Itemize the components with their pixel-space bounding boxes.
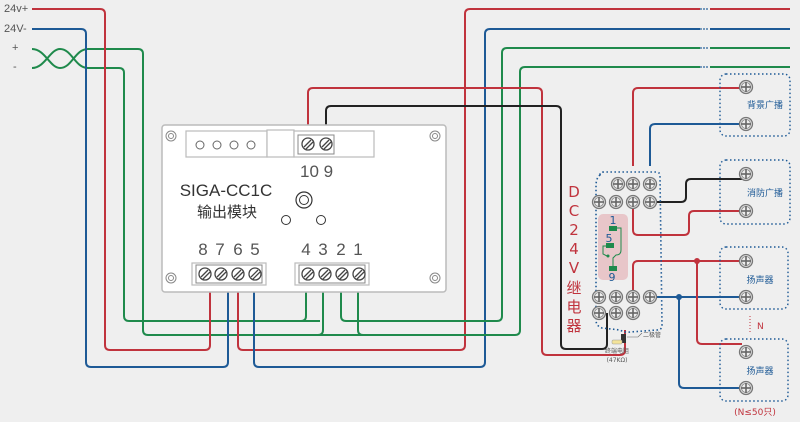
- wire-term10-relay: [307, 87, 626, 356]
- coil-pin-1: 1: [610, 214, 617, 227]
- wire-speaker-n-minus: [678, 297, 742, 389]
- background-broadcast-label: 背景广播: [747, 99, 783, 111]
- svg-text:D: D: [568, 183, 580, 201]
- fire-broadcast-label: 消防广播: [747, 187, 783, 199]
- led-indicator: [295, 191, 313, 209]
- fire-broadcast-box: [719, 159, 791, 225]
- wire-signal-out-minus: [357, 66, 700, 336]
- label-signal-minus: -: [13, 61, 17, 73]
- terminal-label-7: 7: [215, 240, 224, 259]
- wire-24v-plus-out: [237, 8, 700, 351]
- wire-signal-minus: [31, 48, 320, 322]
- label-signal-plus: +: [12, 42, 18, 54]
- speaker-box-1: [719, 246, 789, 310]
- coil-pin-9: 9: [609, 271, 616, 284]
- wire-fire-broadcast-2: [632, 202, 742, 236]
- bus-break-dots: [700, 8, 708, 68]
- svg-text:继: 继: [566, 279, 581, 297]
- wire-signal-out-plus: [340, 47, 700, 322]
- wire-signal-plus: [31, 48, 380, 336]
- wire-bg-broadcast-1: [632, 87, 742, 166]
- resistor-icon: [611, 339, 623, 345]
- speaker-n-label: 扬声器: [746, 365, 773, 377]
- resistor-label: 终端电阻: [605, 347, 629, 355]
- junction-red: [694, 258, 700, 264]
- dc24v-relay: [591, 171, 663, 345]
- speaker-1-label: 扬声器: [746, 274, 773, 286]
- wire-speaker-n-plus: [696, 261, 742, 345]
- label-24v-plus: 24v+: [4, 3, 28, 15]
- screw-terminal-9: [319, 137, 333, 151]
- resistor-value: (47KΩ): [607, 357, 628, 364]
- terminal-label-6: 6: [233, 240, 242, 259]
- svg-text:电: 电: [566, 298, 581, 316]
- svg-text:2: 2: [569, 221, 579, 239]
- wire-24v-minus-in: [32, 28, 229, 368]
- terminal-label-5: 5: [250, 240, 259, 259]
- wire-term3: [317, 285, 324, 336]
- svg-text:4: 4: [569, 240, 579, 258]
- coil-pin-5: 5: [606, 232, 613, 245]
- wire-speaker-plus: [632, 260, 742, 297]
- svg-text:V: V: [569, 259, 580, 277]
- background-broadcast-box: [719, 73, 791, 137]
- terminal-label-4: 4: [301, 240, 310, 259]
- terminal-label-10-9: 10 9: [300, 162, 333, 181]
- output-module: [161, 124, 447, 293]
- screw-terminal-10: [301, 137, 315, 151]
- terminal-label-1: 1: [353, 240, 362, 259]
- wire-24v-plus-in: [32, 8, 211, 351]
- label-24v-minus: 24V-: [4, 23, 27, 35]
- mount-hole-br: [429, 272, 441, 284]
- wire-fire-broadcast-1: [656, 178, 742, 203]
- svg-text:C: C: [569, 202, 579, 220]
- junction-blue: [676, 294, 682, 300]
- mount-hole-tr: [429, 130, 441, 142]
- n-marker: N: [757, 322, 764, 332]
- diode-label: 二极管: [643, 331, 661, 339]
- speaker-limit-label: (N≤50只): [734, 408, 776, 418]
- relay-label: D C 2 4 V 继 电 器: [566, 183, 581, 335]
- terminal-label-3: 3: [318, 240, 327, 259]
- speaker-box-n: [719, 338, 789, 402]
- wire-bg-broadcast-2: [649, 123, 742, 166]
- mount-hole-bl: [165, 272, 177, 284]
- diode-icon: [621, 334, 626, 343]
- module-name: 输出模块: [197, 203, 257, 221]
- wire-24v-minus-out: [253, 28, 700, 368]
- svg-text:器: 器: [566, 317, 581, 335]
- terminal-label-2: 2: [336, 240, 345, 259]
- wire-term9-relay: [325, 105, 608, 350]
- mount-hole-tl: [165, 130, 177, 142]
- terminal-label-8: 8: [198, 240, 207, 259]
- module-model: SIGA-CC1C: [180, 181, 273, 200]
- wire-term4: [300, 285, 307, 322]
